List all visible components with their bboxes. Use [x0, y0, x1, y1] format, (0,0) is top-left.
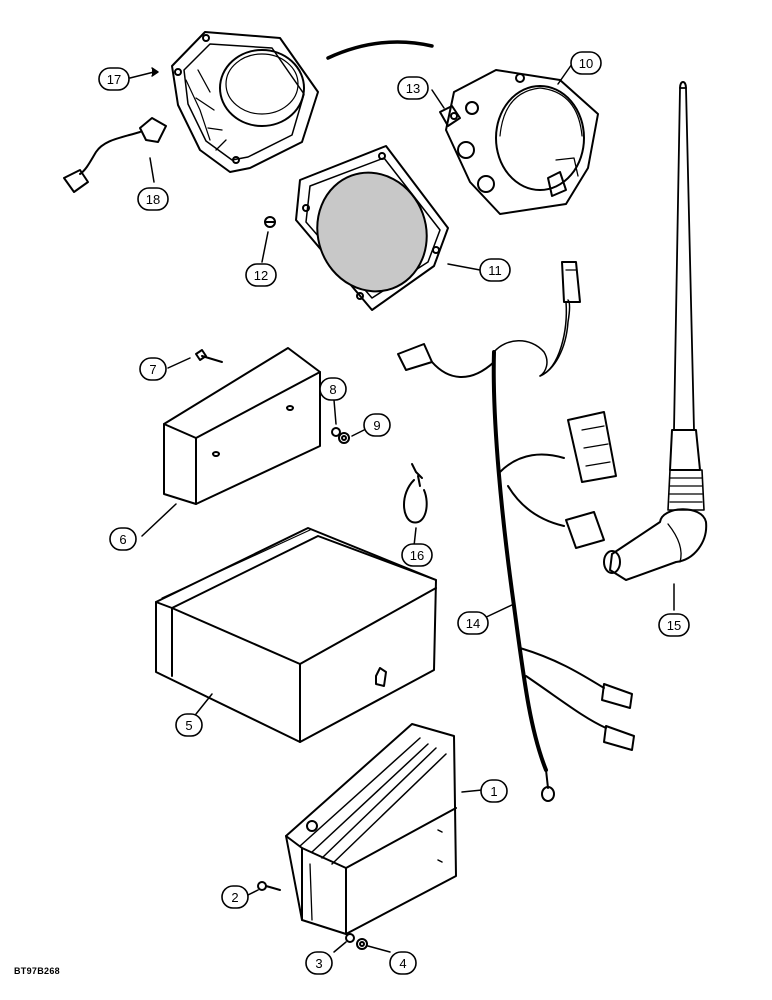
callout-15-label: 15: [667, 618, 681, 633]
callout-16-label: 16: [410, 548, 424, 563]
leader-lines: [129, 63, 675, 953]
callout-8: 8: [319, 377, 347, 401]
grille-screw: [264, 216, 276, 228]
callout-17: 17: [98, 67, 130, 91]
callout-3: 3: [305, 951, 333, 975]
washer: [331, 427, 341, 437]
callout-1-label: 1: [490, 784, 497, 799]
callout-10: 10: [570, 51, 602, 75]
rear-speaker: [171, 31, 319, 173]
speaker-lead: [63, 117, 167, 193]
callout-14: 14: [457, 611, 489, 635]
callout-10-label: 10: [579, 56, 593, 71]
callout-1: 1: [480, 779, 508, 803]
callout-5: 5: [175, 713, 203, 737]
callout-6-label: 6: [119, 532, 126, 547]
callout-7-label: 7: [149, 362, 156, 377]
callout-9-label: 9: [373, 418, 380, 433]
wiring-harness: [397, 261, 635, 802]
callout-17-label: 17: [107, 72, 121, 87]
speaker-grille: [295, 145, 449, 311]
callout-2: 2: [221, 885, 249, 909]
callout-4-label: 4: [399, 956, 406, 971]
lock-washer: [345, 933, 355, 943]
callout-13-label: 13: [406, 81, 420, 96]
screw: [257, 881, 281, 891]
antenna: [603, 81, 708, 581]
callout-9: 9: [363, 413, 391, 437]
drawing-id: BT97B268: [14, 966, 60, 976]
callout-15: 15: [658, 613, 690, 637]
callout-3-label: 3: [315, 956, 322, 971]
callout-18: 18: [137, 187, 169, 211]
cable-tie: [403, 463, 428, 524]
radio-unit: [155, 527, 437, 743]
rotation-arc: [326, 40, 434, 60]
callout-16: 16: [401, 543, 433, 567]
nut: [338, 432, 350, 444]
callout-12-label: 12: [254, 268, 268, 283]
callout-11: 11: [479, 258, 511, 282]
callout-11-label: 11: [488, 263, 502, 278]
callout-7: 7: [139, 357, 167, 381]
callout-5-label: 5: [185, 718, 192, 733]
mounting-box: [163, 347, 321, 505]
front-speaker: [445, 69, 599, 215]
callout-13: 13: [397, 76, 429, 100]
callout-12: 12: [245, 263, 277, 287]
callout-14-label: 14: [466, 616, 480, 631]
callout-2-label: 2: [231, 890, 238, 905]
hex-nut: [356, 938, 368, 950]
callout-6: 6: [109, 527, 137, 551]
callout-18-label: 18: [146, 192, 160, 207]
callout-8-label: 8: [329, 382, 336, 397]
callout-4: 4: [389, 951, 417, 975]
mounting-bolt: [195, 349, 223, 363]
amplifier: [285, 723, 457, 935]
speaker-clip: [439, 105, 461, 127]
